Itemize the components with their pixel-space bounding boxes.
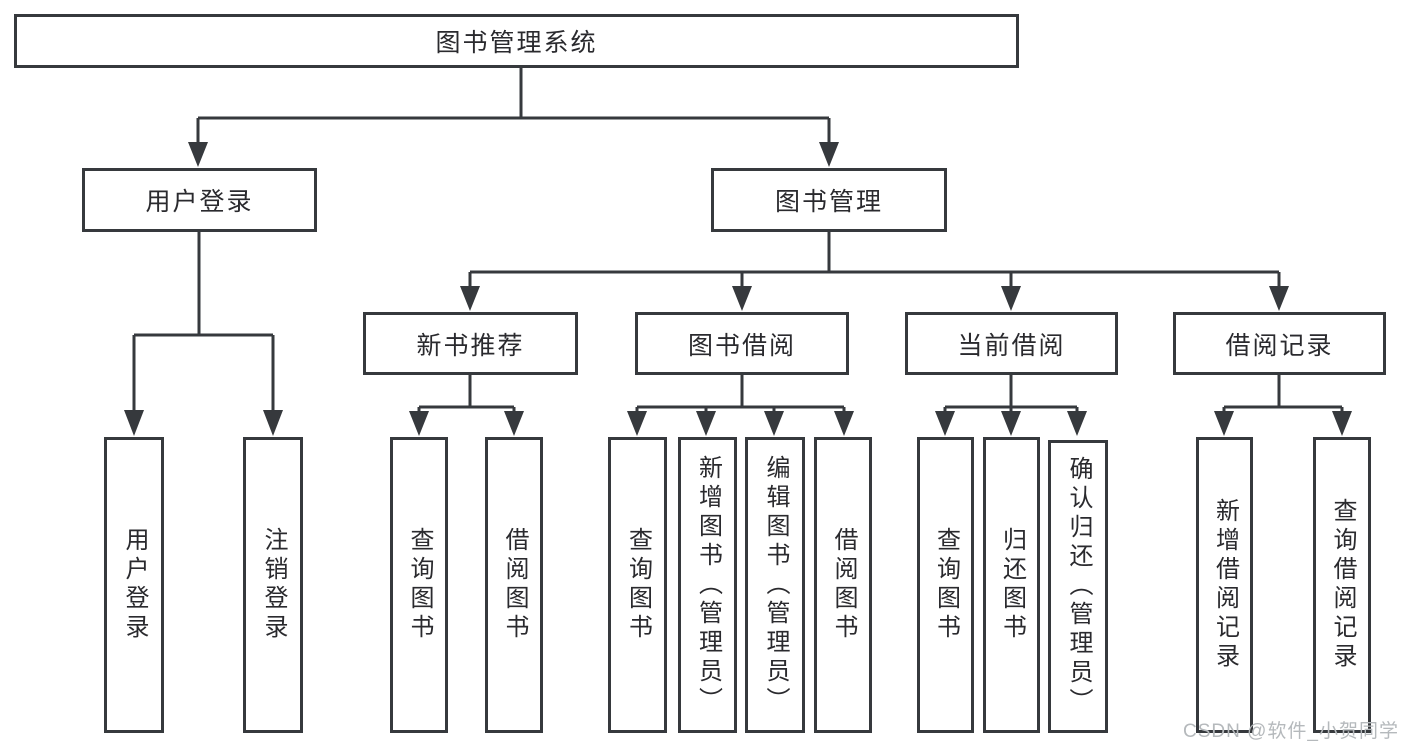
leaf-confirm-return-admin: 确认归还（管理员） xyxy=(1048,440,1108,733)
leaf-confirm-return-admin-label: 确认归还（管理员） xyxy=(1065,456,1092,717)
node-new-book-recommend-label: 新书推荐 xyxy=(416,331,525,360)
leaf-user-login-label: 用户登录 xyxy=(121,527,148,643)
leaf-edit-book-admin: 编辑图书（管理员） xyxy=(745,437,805,733)
node-borrow-record-label: 借阅记录 xyxy=(1225,331,1334,360)
leaf-logout-label: 注销登录 xyxy=(260,527,287,643)
csdn-watermark: CSDN @软件_小贺同学 xyxy=(1183,721,1399,742)
leaf-add-borrow-record-label: 新增借阅记录 xyxy=(1211,498,1239,672)
leaf-borrow-book-label: 借阅图书 xyxy=(830,527,857,643)
leaf-logout: 注销登录 xyxy=(243,437,303,733)
node-new-book-recommend: 新书推荐 xyxy=(363,312,578,375)
leaf-borrow-book-recommend-label: 借阅图书 xyxy=(501,527,528,643)
leaf-add-book-admin-label: 新增图书（管理员） xyxy=(694,454,722,716)
leaf-user-login: 用户登录 xyxy=(104,437,164,733)
leaf-query-book-recommend-label: 查询图书 xyxy=(406,527,433,643)
leaf-query-borrow-record-label: 查询借阅记录 xyxy=(1329,498,1356,672)
node-book-borrow: 图书借阅 xyxy=(635,312,849,375)
leaf-edit-book-admin-label: 编辑图书（管理员） xyxy=(762,454,789,716)
node-borrow-record: 借阅记录 xyxy=(1173,312,1386,375)
node-book-management-label: 图书管理 xyxy=(774,188,883,216)
node-book-borrow-label: 图书借阅 xyxy=(687,331,796,360)
leaf-query-book-borrow: 查询图书 xyxy=(608,437,667,733)
node-current-borrow-label: 当前借阅 xyxy=(957,331,1066,360)
node-user-login-label: 用户登录 xyxy=(145,188,254,216)
leaf-return-book: 归还图书 xyxy=(983,437,1040,733)
leaf-query-borrow-record: 查询借阅记录 xyxy=(1313,437,1371,733)
node-current-borrow: 当前借阅 xyxy=(905,312,1118,375)
node-user-login: 用户登录 xyxy=(82,168,317,232)
leaf-add-book-admin: 新增图书（管理员） xyxy=(678,437,737,733)
leaf-query-book-current-label: 查询图书 xyxy=(932,527,960,643)
leaf-return-book-label: 归还图书 xyxy=(998,527,1026,643)
leaf-query-book-recommend: 查询图书 xyxy=(390,437,448,733)
leaf-borrow-book-recommend: 借阅图书 xyxy=(485,437,543,733)
leaf-add-borrow-record: 新增借阅记录 xyxy=(1196,437,1253,733)
node-root-label: 图书管理系统 xyxy=(435,29,598,57)
leaf-borrow-book: 借阅图书 xyxy=(814,437,872,733)
leaf-query-book-borrow-label: 查询图书 xyxy=(624,527,652,643)
node-root: 图书管理系统 xyxy=(14,14,1019,68)
node-book-management: 图书管理 xyxy=(711,168,947,232)
leaf-query-book-current: 查询图书 xyxy=(917,437,974,733)
